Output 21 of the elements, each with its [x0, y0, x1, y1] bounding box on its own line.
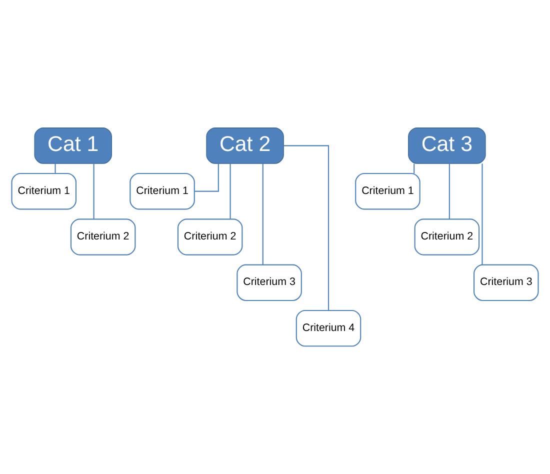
node-box: Criterium 3	[474, 264, 539, 302]
connector	[482, 164, 483, 265]
connector	[448, 164, 450, 219]
connector	[93, 164, 94, 219]
node-box: Criterium 2	[70, 218, 136, 256]
node-box: Cat 2	[206, 128, 284, 164]
node-box: Criterium 2	[414, 218, 480, 256]
node-box: Cat 1	[34, 128, 112, 164]
connector	[262, 164, 264, 265]
connector	[230, 164, 231, 219]
node-box: Criterium 1	[355, 172, 420, 210]
node-box: Criterium 1	[11, 172, 76, 210]
connector	[54, 164, 56, 174]
node-box: Criterium 1	[130, 172, 195, 210]
connector	[194, 164, 219, 192]
node-box: Criterium 4	[296, 310, 362, 347]
node-box: Cat 3	[408, 128, 486, 164]
connector	[284, 145, 330, 310]
node-box: Criterium 2	[177, 218, 243, 256]
connector	[414, 164, 415, 174]
node-box: Criterium 3	[236, 264, 302, 302]
